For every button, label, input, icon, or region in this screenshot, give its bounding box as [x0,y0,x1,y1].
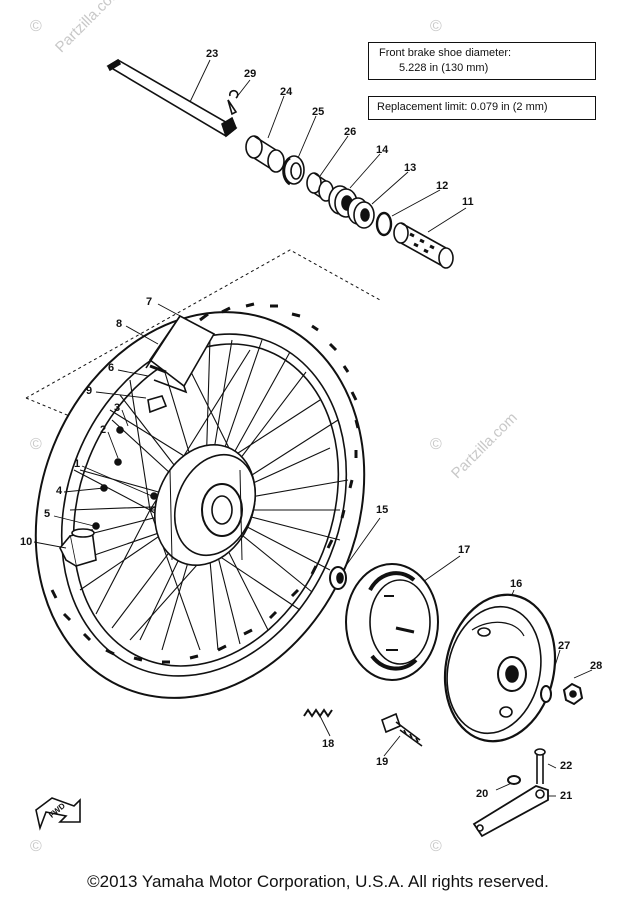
watermark-copyright-symbol: © [430,436,442,453]
watermark-copyright-symbol: © [430,18,442,35]
callout-10: 10 [20,536,33,548]
oil-seal-part [282,155,305,186]
brake-shoes-part [345,563,439,681]
callout-26: 26 [344,126,357,138]
copyright-notice: ©2013 Yamaha Motor Corporation, U.S.A. A… [87,872,549,891]
spacer-part [306,172,334,202]
callout-7: 7 [146,296,153,308]
bearing-part [347,197,375,229]
replacement-limit-spec-box: Replacement limit: 0.079 in (2 mm) [368,96,596,120]
forward-arrow-icon [35,797,81,831]
callout-21: 21 [560,790,573,802]
callout-2: 2 [100,424,107,436]
callout-6: 6 [108,362,115,374]
callout-8: 8 [116,318,123,330]
callout-13: 13 [404,162,417,174]
callout-3: 3 [114,402,121,414]
callout-15: 15 [376,504,389,516]
washer-part [540,685,552,703]
callout-16: 16 [510,578,523,590]
wheel-assembly [34,302,366,699]
brake-shoe-spec-box: Front brake shoe diameter: 5.228 in (130… [368,42,596,80]
callout-22: 22 [560,760,573,772]
callout-20: 20 [476,788,489,800]
tire-tread [50,302,360,664]
axle-nut-part [562,682,584,706]
callout-27: 27 [558,640,571,652]
callout-17: 17 [458,544,471,556]
callout-12: 12 [436,180,449,192]
rim-lock-part [59,528,97,568]
callout-25: 25 [312,106,325,118]
brake-plate-part [443,593,557,743]
callout-24: 24 [280,86,293,98]
callout-leader-lines [33,59,593,797]
spring-part [303,708,333,718]
callout-5: 5 [44,508,51,520]
callout-4: 4 [56,485,63,497]
callout-29: 29 [244,68,257,80]
callout-18: 18 [322,738,335,750]
lever-bolt-part [534,748,546,784]
rim-band-part [145,314,216,414]
callout-19: 19 [376,756,389,768]
fasteners [92,426,158,530]
callout-1: 1 [74,458,81,470]
brake-shoe-spec-line1: Front brake shoe diameter: [379,47,512,59]
watermark-copyright-symbol: © [30,436,42,453]
watermark-copyright-symbol: © [430,838,442,855]
callout-28: 28 [590,660,603,672]
callout-9: 9 [86,385,93,397]
camshaft-part [381,712,423,747]
hub-seal-part [329,566,347,590]
watermark-copyright-symbol: © [30,838,42,855]
watermark-copyright-symbol: © [30,18,42,35]
callout-23: 23 [206,48,219,60]
replacement-limit-text: Replacement limit: 0.079 in (2 mm) [377,101,548,113]
collar-part [245,135,285,173]
cotter-pin-part [227,89,239,116]
camshaft-lever-part [472,785,549,838]
callout-11: 11 [462,196,474,208]
cam-washer-part [507,775,521,785]
circlip-part [375,211,393,237]
callout-14: 14 [376,144,389,156]
spacer-tube-part [393,222,454,269]
brake-shoe-spec-line2: 5.228 in (130 mm) [399,62,489,74]
axle-part [106,58,238,138]
